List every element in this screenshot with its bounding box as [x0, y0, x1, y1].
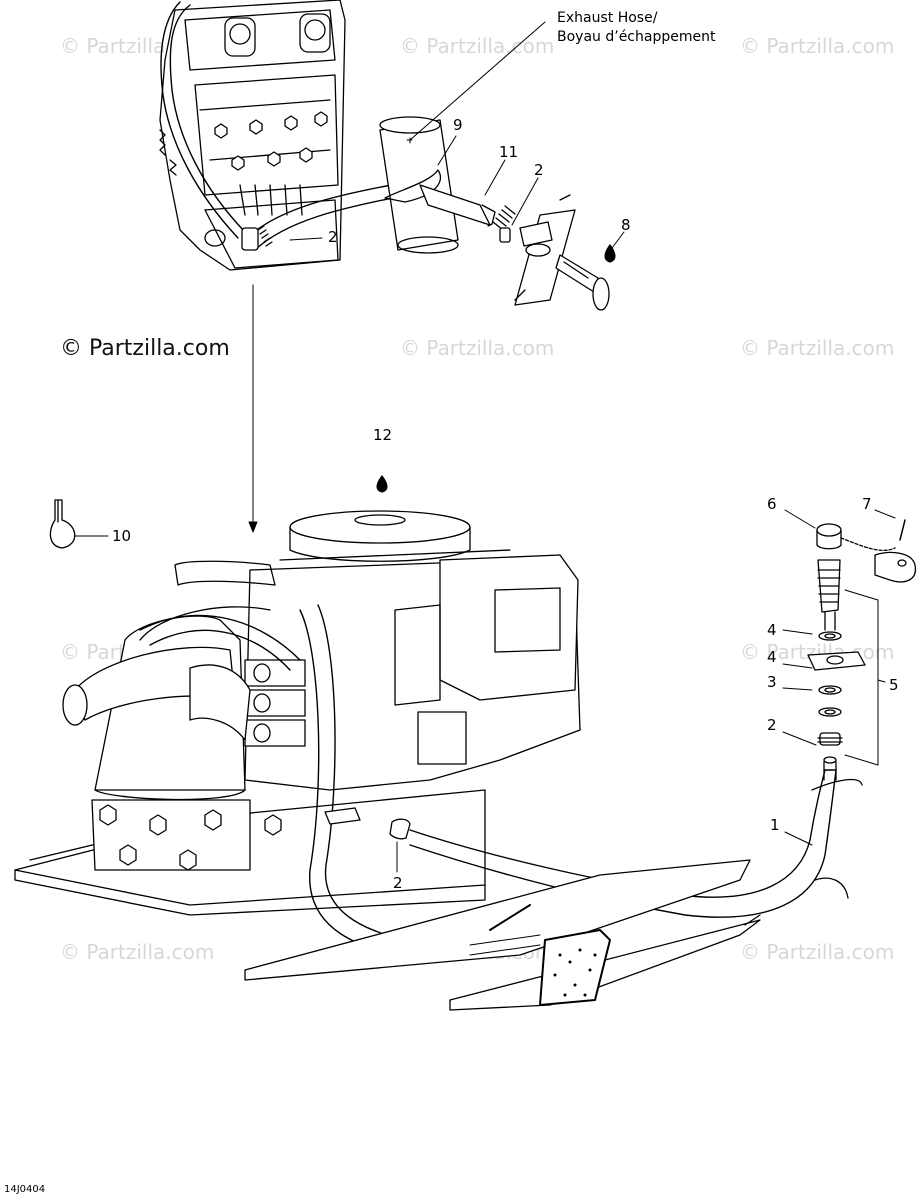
fitting: [419, 184, 496, 227]
watermark: © Partzilla.com: [400, 34, 555, 58]
callout-4: 4: [767, 621, 777, 639]
callout-2: 2: [328, 228, 338, 246]
hull-floor-section: [244, 859, 761, 1011]
watermark: © Partzilla.com: [60, 940, 215, 964]
callout-2: 2: [767, 716, 777, 734]
spring-clamp-engine: [241, 225, 273, 251]
cable-tie-icon: [49, 499, 76, 549]
callout-2: 2: [393, 874, 403, 892]
callout-12: 12: [373, 426, 393, 444]
exhaust-hose-label-en: Exhaust Hose/: [557, 10, 658, 26]
watermark: © Partzilla.com: [740, 336, 895, 360]
callout-2: 2: [534, 161, 544, 179]
sealant-drop-icon: [604, 244, 616, 263]
leader-lines-top: [289, 21, 625, 249]
callout-5: 5: [889, 676, 899, 694]
watermark-main: © Partzilla.com: [60, 336, 230, 361]
callout-3: 3: [767, 673, 777, 691]
callout-6: 6: [767, 495, 777, 513]
direction-arrow: [248, 284, 258, 533]
upper-engine-detail: [159, 0, 346, 271]
exhaust-hose-label-fr: Boyau d’échappement: [557, 29, 716, 45]
watermark: © Partzilla.com: [400, 336, 555, 360]
callout-1: 1: [770, 816, 780, 834]
spring-clamp-top-right: [492, 205, 516, 243]
callout-11: 11: [499, 143, 519, 161]
callout-10: 10: [112, 527, 132, 545]
drawing-code: 14J0404: [4, 1184, 46, 1195]
callout-8: 8: [621, 216, 631, 234]
engine-assembly: [14, 510, 581, 961]
long-drain-hose: [409, 769, 837, 918]
vent-assembly: [807, 519, 917, 899]
exhaust-hose: [379, 116, 459, 254]
callout-9: 9: [453, 116, 463, 134]
sealant-drop-icon: [376, 475, 388, 493]
hull-wall-section: [514, 194, 610, 311]
callout-4: 4: [767, 648, 777, 666]
leader-lines-right: [74, 509, 896, 873]
watermark: © Partzilla.com: [740, 940, 895, 964]
watermark: © Partzilla.com: [740, 34, 895, 58]
callout-7: 7: [862, 495, 872, 513]
hose-clip: [384, 169, 442, 203]
